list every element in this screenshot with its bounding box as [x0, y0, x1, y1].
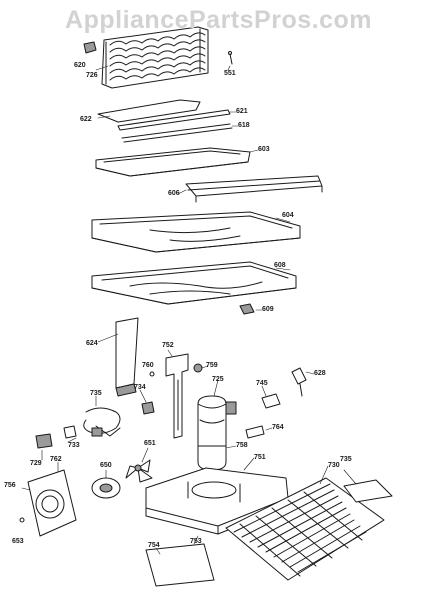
- label-620: 620: [74, 62, 86, 69]
- part-764-bracket: [245, 425, 265, 439]
- label-608: 608: [274, 262, 286, 269]
- part-618-rail: [121, 123, 233, 143]
- part-760-screw: [149, 371, 155, 377]
- part-609-knob: [239, 303, 255, 315]
- part-622-baffle: [97, 99, 201, 123]
- label-606: 606: [168, 190, 180, 197]
- part-752-bracket: [165, 353, 189, 439]
- label-760: 760: [142, 362, 154, 369]
- label-653: 653: [12, 538, 24, 545]
- part-603-shelf: [95, 147, 251, 177]
- label-609: 609: [262, 306, 274, 313]
- watermark-text: AppliancePartsPros.com: [65, 6, 372, 34]
- label-754: 754: [148, 542, 160, 549]
- label-758: 758: [236, 442, 248, 449]
- part-735-harness: [83, 407, 121, 437]
- part-759-grommet: [193, 363, 203, 373]
- label-759: 759: [206, 362, 218, 369]
- label-735-harness: 735: [90, 390, 102, 397]
- part-650-fan-motor: [91, 477, 121, 499]
- label-762: 762: [50, 456, 62, 463]
- label-551: 551: [224, 70, 236, 77]
- part-653-screw: [19, 517, 25, 523]
- label-756: 756: [4, 482, 16, 489]
- label-729: 729: [30, 460, 42, 467]
- leader-lines: [21, 65, 357, 555]
- part-624-duct: [115, 317, 139, 397]
- label-603: 603: [258, 146, 270, 153]
- label-621: 621: [236, 108, 248, 115]
- label-734: 734: [134, 384, 146, 391]
- part-730-condenser: [225, 477, 385, 581]
- label-651: 651: [144, 440, 156, 447]
- part-604-tray: [91, 211, 301, 253]
- label-752: 752: [162, 342, 174, 349]
- label-604: 604: [282, 212, 294, 219]
- part-620-clip: [83, 41, 97, 54]
- label-733: 733: [68, 442, 80, 449]
- label-725: 725: [212, 376, 224, 383]
- part-745-relay: [261, 393, 281, 409]
- evaporator-coil: [101, 26, 209, 89]
- label-730: 730: [328, 462, 340, 469]
- part-729-block: [35, 433, 53, 449]
- part-606-cover: [185, 175, 323, 203]
- label-745: 745: [256, 380, 268, 387]
- label-622: 622: [80, 116, 92, 123]
- label-650: 650: [100, 462, 112, 469]
- part-628-connector: [291, 367, 307, 397]
- label-735-drain: 735: [340, 456, 352, 463]
- label-751: 751: [254, 454, 266, 461]
- part-733-clip: [63, 425, 77, 439]
- part-754-plate: [145, 543, 215, 587]
- part-608-pan: [91, 261, 297, 305]
- part-735-drain-pan: [343, 479, 393, 503]
- part-756-shroud: [27, 469, 77, 537]
- label-764: 764: [272, 424, 284, 431]
- part-734-overload: [141, 401, 155, 415]
- label-618: 618: [238, 122, 250, 129]
- part-651-fan-blade: [125, 459, 153, 483]
- part-725-compressor: [197, 395, 237, 471]
- part-551-screw: [229, 53, 233, 65]
- label-726: 726: [86, 72, 98, 79]
- label-753: 753: [190, 538, 202, 545]
- label-624: 624: [86, 340, 98, 347]
- part-621-rod: [117, 109, 231, 131]
- label-628: 628: [314, 370, 326, 377]
